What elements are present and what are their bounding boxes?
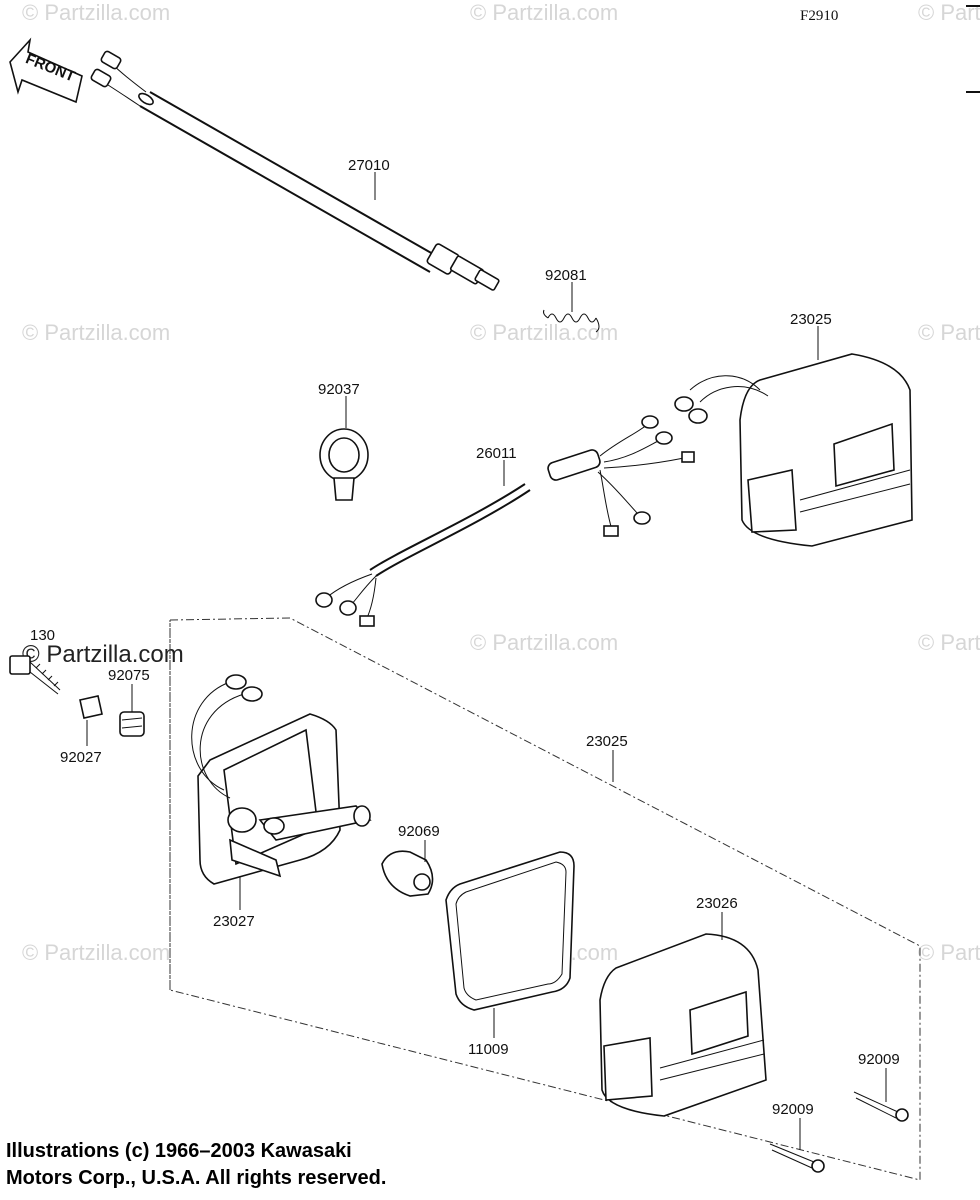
watermark-8: © Partzilla.com bbox=[918, 630, 980, 655]
part-number-23025-group: 23025 bbox=[586, 733, 628, 750]
copyright-notice: Illustrations (c) 1966–2003 Kawasaki Mot… bbox=[6, 1138, 386, 1192]
watermark-4: © Partzilla.com bbox=[22, 320, 170, 345]
part-number-23025-upper: 23025 bbox=[790, 311, 832, 328]
copyright-line-1: Illustrations (c) 1966–2003 Kawasaki bbox=[6, 1140, 352, 1162]
part-number-11009: 11009 bbox=[468, 1041, 509, 1058]
clamp-92037-icon bbox=[319, 428, 369, 501]
group-outline bbox=[169, 617, 921, 1181]
screw-92009-lower-icon bbox=[769, 1143, 825, 1173]
part-number-23027: 23027 bbox=[213, 913, 255, 930]
watermark-overlay: © Partzilla.com bbox=[22, 641, 184, 668]
watermark-6: © Partzilla.com bbox=[918, 320, 980, 345]
part-number-92009-lower: 92009 bbox=[772, 1101, 814, 1118]
watermark-11: © Partzilla.com bbox=[918, 940, 980, 965]
part-number-92081: 92081 bbox=[545, 267, 587, 284]
part-number-92075: 92075 bbox=[108, 667, 150, 684]
part-number-26011: 26011 bbox=[476, 445, 517, 462]
part-number-92009-upper: 92009 bbox=[858, 1051, 900, 1068]
socket-housing-23027-icon bbox=[191, 674, 372, 885]
watermark-7: © Partzilla.com bbox=[470, 630, 618, 655]
watermark-2: © Partzilla.com bbox=[470, 0, 618, 25]
screw-92009-upper-icon bbox=[853, 1091, 909, 1122]
damper-92075-icon bbox=[119, 711, 145, 737]
part-number-92037: 92037 bbox=[318, 381, 360, 398]
watermark-1: © Partzilla.com bbox=[22, 0, 170, 25]
part-number-92069: 92069 bbox=[398, 823, 440, 840]
lamp-assembly-23025-icon bbox=[674, 353, 913, 547]
spring-92081-icon bbox=[543, 309, 600, 333]
front-arrow-icon: FRONT bbox=[9, 37, 83, 104]
part-number-27010: 27010 bbox=[348, 157, 390, 174]
watermark-3: © Partzilla.com bbox=[918, 0, 980, 25]
watermark-5: © Partzilla.com bbox=[470, 320, 618, 345]
bulb-92069-icon bbox=[381, 850, 434, 897]
watermark-9: © Partzilla.com bbox=[22, 940, 170, 965]
part-number-92027: 92027 bbox=[60, 749, 102, 766]
lens-23026-icon bbox=[599, 933, 767, 1117]
copyright-line-2: Motors Corp., U.S.A. All rights reserved… bbox=[6, 1167, 387, 1189]
harness-26011-icon bbox=[315, 415, 695, 627]
gasket-11009-icon bbox=[445, 851, 575, 1011]
figure-code: F2910 bbox=[800, 8, 838, 24]
bolt-130-icon bbox=[9, 655, 61, 695]
collar-92027-icon bbox=[79, 695, 103, 719]
part-number-130: 130 bbox=[30, 627, 55, 644]
part-number-23026: 23026 bbox=[696, 895, 738, 912]
switch-27010-icon bbox=[90, 50, 500, 291]
